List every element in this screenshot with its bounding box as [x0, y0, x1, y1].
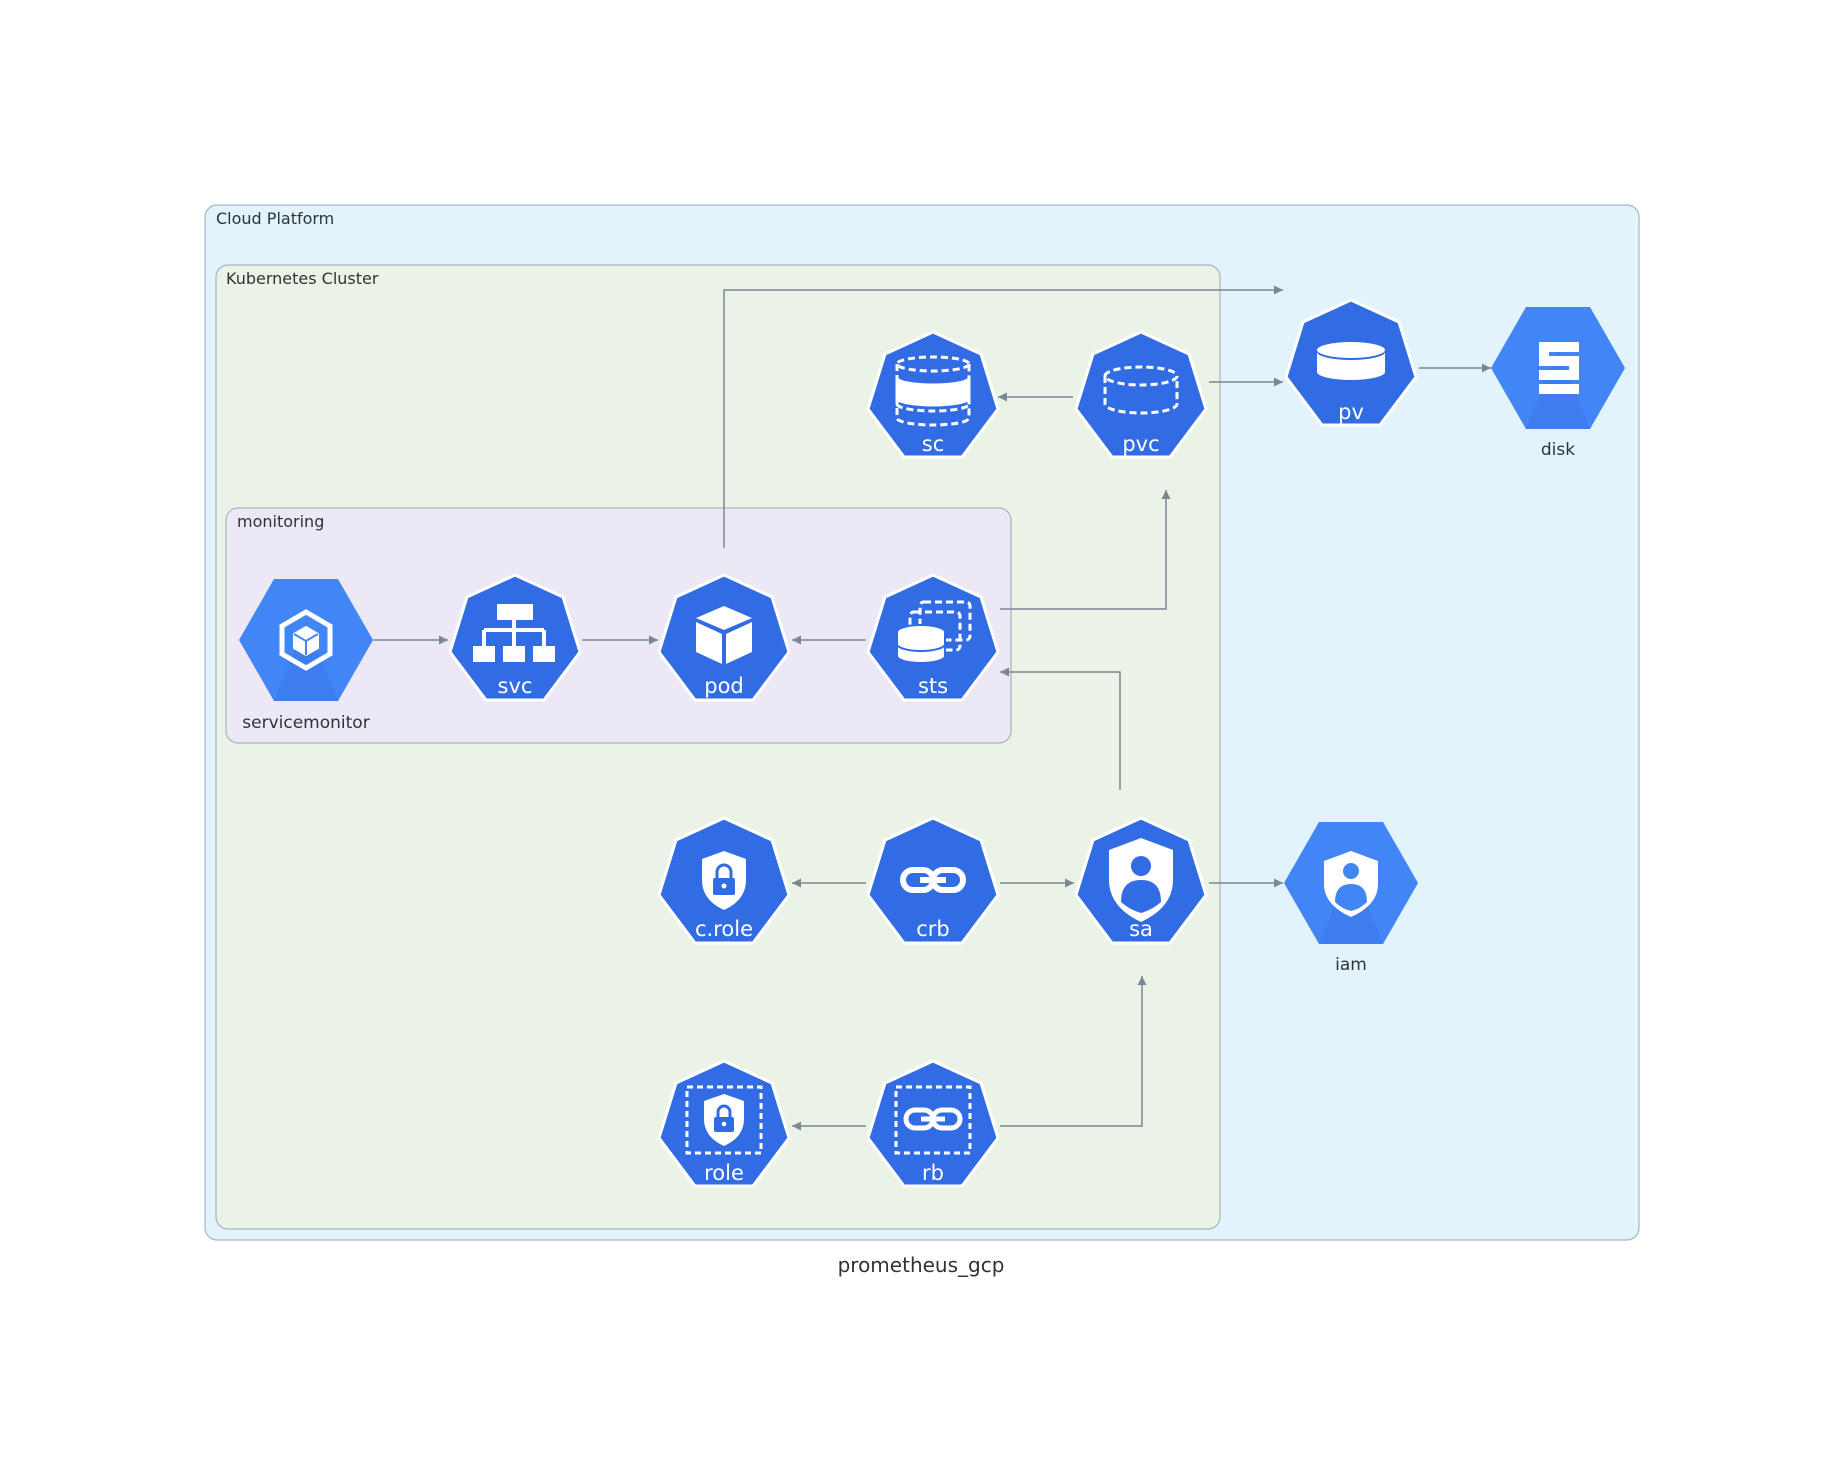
node-crb: crb: [866, 816, 1000, 945]
network-tree-icon: [473, 604, 555, 662]
cluster-kubernetes: Kubernetes Cluster: [215, 264, 1221, 1230]
node-label-role: role: [704, 1161, 744, 1185]
node-label-svc: svc: [498, 674, 533, 698]
node-label-servicemonitor: servicemonitor: [242, 713, 369, 733]
node-label-pv: pv: [1338, 400, 1364, 424]
cluster-monitoring: monitoring: [225, 507, 1012, 744]
kubernetes-engine-icon: [279, 609, 333, 671]
storage-class-icon: [895, 355, 971, 427]
node-iam: iam: [1284, 822, 1418, 975]
node-label-pod: pod: [704, 674, 744, 698]
node-label-disk: disk: [1541, 440, 1575, 460]
edge-rb-sa: [1000, 976, 1147, 1127]
node-label-iam: iam: [1335, 955, 1367, 975]
node-servicemonitor: servicemonitor: [239, 579, 373, 733]
user-shield-icon: [1109, 838, 1173, 922]
node-label-crb: crb: [916, 917, 950, 941]
iam-shield-icon: [1324, 851, 1378, 917]
node-crole: c.role: [657, 816, 791, 945]
node-sc: sc: [866, 330, 1000, 459]
node-pv: pv: [1284, 298, 1418, 427]
lock-shield-icon: [702, 851, 746, 910]
node-sts: sts: [866, 573, 1000, 702]
diagram-title: prometheus_gcp: [838, 1253, 1005, 1277]
node-pod: pod: [657, 573, 791, 702]
node-sa: sa: [1074, 816, 1208, 945]
cluster-monitoring-title: monitoring: [237, 512, 324, 531]
edge-sa-sts: [1000, 667, 1121, 790]
edges: [373, 285, 1491, 1131]
node-label-sts: sts: [918, 674, 948, 698]
statefulset-icon: [896, 600, 972, 664]
node-pvc: pvc: [1074, 330, 1208, 459]
edge-sts-pvc: [1000, 490, 1171, 610]
node-label-rb: rb: [922, 1161, 944, 1185]
namespaced-link-icon: [894, 1085, 972, 1155]
node-label-sa: sa: [1129, 917, 1153, 941]
namespaced-lock-icon: [685, 1085, 763, 1155]
edge-pod-pv: [723, 285, 1283, 548]
volume-claim-icon: [1103, 365, 1179, 415]
node-rb: rb: [866, 1059, 1000, 1188]
node-label-crole: c.role: [695, 917, 753, 941]
node-svc: svc: [448, 573, 582, 702]
link-icon: [900, 867, 966, 893]
cluster-k8s-title: Kubernetes Cluster: [226, 269, 379, 288]
persistent-disk-icon: [1539, 342, 1579, 394]
node-label-sc: sc: [922, 432, 945, 456]
persistent-volume-icon: [1317, 342, 1385, 380]
cluster-cloud-title: Cloud Platform: [216, 209, 334, 228]
node-label-pvc: pvc: [1122, 432, 1159, 456]
node-role: role: [657, 1059, 791, 1188]
node-disk: disk: [1491, 307, 1625, 460]
cube-icon: [696, 606, 752, 664]
